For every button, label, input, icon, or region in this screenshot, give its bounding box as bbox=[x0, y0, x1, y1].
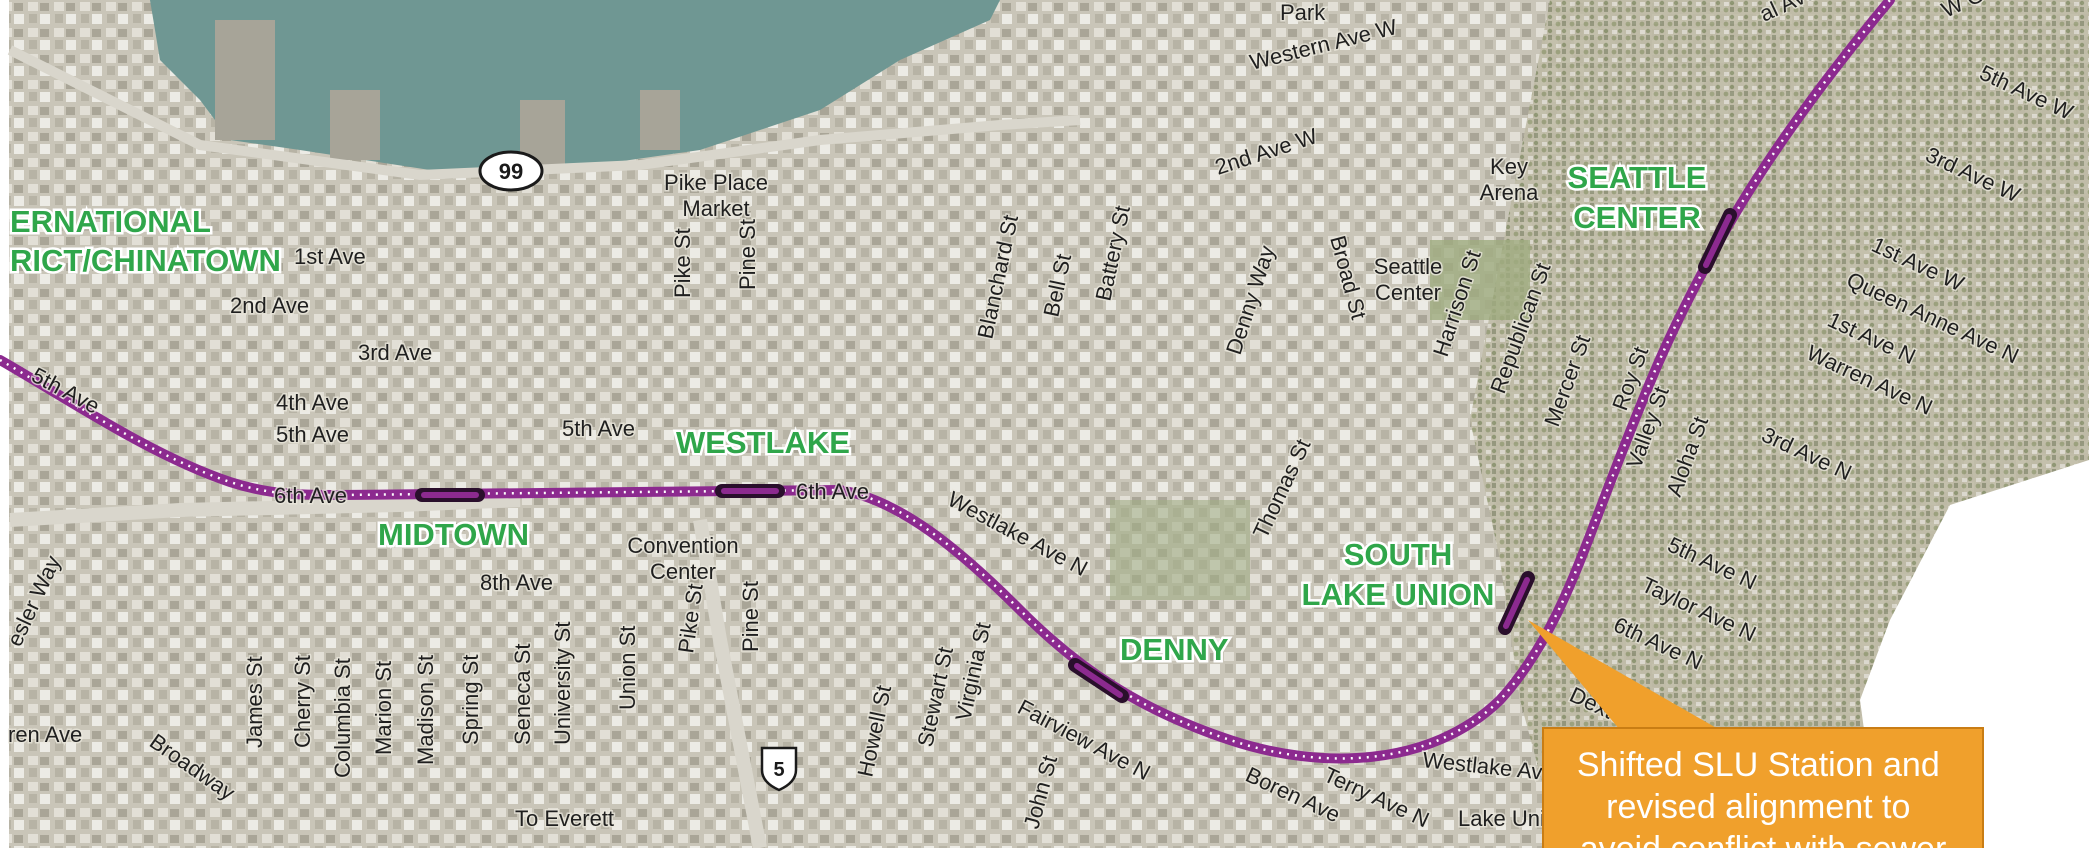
street-label: Madison St bbox=[413, 655, 438, 765]
station-label-denny: DENNY bbox=[1120, 632, 1229, 667]
station-label-westlake: WESTLAKE bbox=[676, 425, 850, 460]
street-label: 8th Ave bbox=[480, 570, 553, 595]
street-label: James St bbox=[242, 656, 267, 748]
street-label: 1st Ave bbox=[294, 244, 366, 269]
to-everett-label: To Everett bbox=[515, 806, 614, 831]
station-label-midtown: MIDTOWN bbox=[378, 517, 529, 552]
callout-pointer bbox=[1528, 620, 1720, 730]
freeway-i5-north bbox=[693, 518, 767, 848]
platform-inner bbox=[1703, 214, 1732, 268]
landmark-line: Pike Place bbox=[664, 170, 768, 195]
landmark-line: Convention bbox=[627, 533, 738, 558]
light-rail-route-dots bbox=[0, 0, 1890, 758]
station-label-line: LAKE UNION bbox=[1302, 577, 1495, 612]
street-label: Seneca St bbox=[510, 643, 535, 745]
station-platforms-inner bbox=[421, 214, 1732, 698]
i5-shield: 5 bbox=[760, 746, 798, 792]
street-label: University St bbox=[550, 622, 575, 745]
landmark-line: Arena bbox=[1480, 180, 1539, 205]
pier bbox=[330, 90, 380, 160]
street-label: Spring St bbox=[458, 655, 483, 746]
waterfront-highway bbox=[7, 45, 1081, 181]
station-label-seattle-center: SEATTLE CENTER bbox=[1568, 160, 1707, 235]
street-label: ren Ave bbox=[8, 722, 82, 747]
landmark-park: Park bbox=[1280, 0, 1326, 25]
park-green bbox=[1430, 240, 1530, 320]
station-label-line: SOUTH bbox=[1344, 537, 1453, 572]
street-label: 2nd Ave bbox=[230, 293, 309, 318]
street-label: Pine St bbox=[735, 219, 760, 290]
callout-line: revised alignment to bbox=[1606, 788, 1910, 826]
street-label: 3rd Ave bbox=[358, 340, 432, 365]
platform-inner bbox=[1503, 577, 1530, 629]
callout-text: Shifted SLU Station and revised alignmen… bbox=[1577, 746, 1949, 848]
callout-line: Shifted SLU Station and bbox=[1577, 746, 1940, 784]
pier bbox=[640, 90, 680, 150]
street-label: 6th Ave bbox=[274, 483, 347, 508]
street-label: 5th Ave bbox=[562, 416, 635, 441]
station-label-line: SEATTLE bbox=[1568, 160, 1707, 195]
station-label-line: RICT/CHINATOWN bbox=[10, 243, 281, 278]
station-label-line: CENTER bbox=[1573, 200, 1700, 235]
street-label: Cherry St bbox=[290, 655, 315, 748]
landmark-line: Market bbox=[682, 196, 749, 221]
street-label: 5th Ave bbox=[276, 422, 349, 447]
street-label: Columbia St bbox=[330, 658, 355, 778]
street-label: Lake Uni bbox=[1458, 806, 1545, 831]
freeway-i5 bbox=[9, 493, 521, 527]
park-green bbox=[1110, 500, 1250, 600]
street-label: Marion St bbox=[371, 661, 396, 755]
station-label-line: ERNATIONAL bbox=[10, 204, 211, 239]
landmark-line: Center bbox=[650, 559, 716, 584]
street-label: 6th Ave bbox=[796, 479, 869, 504]
street-label: Pine St bbox=[738, 581, 763, 652]
street-label: Union St bbox=[615, 626, 640, 710]
landmark-line: Seattle bbox=[1374, 254, 1443, 279]
street-label: 4th Ave bbox=[276, 390, 349, 415]
station-label-slu: SOUTH LAKE UNION bbox=[1302, 537, 1495, 612]
map-left-border bbox=[0, 0, 9, 848]
pier bbox=[215, 20, 275, 140]
street-label: Pike St bbox=[670, 228, 695, 298]
sr99-shield: 99 bbox=[478, 150, 544, 192]
landmark-line: Center bbox=[1375, 280, 1441, 305]
sr99-shield-label: 99 bbox=[499, 159, 523, 184]
callout-line: avoid conflict with sewer bbox=[1580, 830, 1947, 848]
callout: Shifted SLU Station and revised alignmen… bbox=[1528, 620, 1984, 848]
callout-box bbox=[1542, 727, 1984, 848]
station-label-intl: ERNATIONAL RICT/CHINATOWN bbox=[10, 204, 281, 278]
landmark-line: Key bbox=[1490, 154, 1528, 179]
i5-shield-label: 5 bbox=[773, 759, 784, 781]
platform-inner bbox=[1074, 663, 1123, 698]
